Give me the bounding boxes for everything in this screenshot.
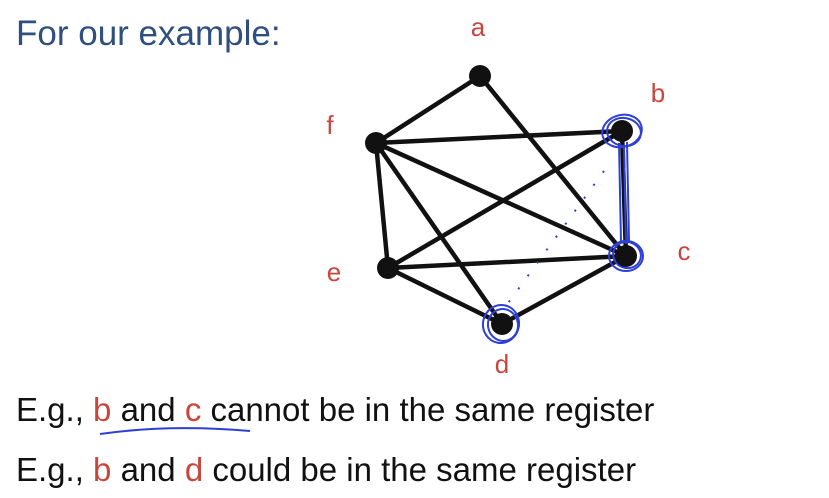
node-a <box>469 65 491 87</box>
node-label-a: a <box>471 12 486 42</box>
example-1-prefix: E.g., <box>16 391 94 428</box>
edge-e-d <box>385 265 505 327</box>
edge-a-f <box>373 73 483 146</box>
edge-d-c <box>499 253 629 327</box>
highlight-circle-c-1 <box>612 240 642 270</box>
highlight-edge-b-c-stroke-1 <box>623 144 627 245</box>
example-1-var-1: b <box>93 391 112 428</box>
node-label-d: d <box>495 349 509 379</box>
nodes-layer <box>365 65 637 335</box>
edge-b-e <box>385 128 625 271</box>
example-1-mid: and <box>111 391 185 428</box>
example-2-prefix: E.g., <box>16 451 94 488</box>
node-label-b: b <box>651 78 665 108</box>
node-c <box>615 245 637 267</box>
example-line-1: E.g., b and c cannot be in the same regi… <box>16 391 654 429</box>
example-1-rest: cannot be in the same register <box>201 391 655 428</box>
example-line-2: E.g., b and d could be in the same regis… <box>16 451 636 489</box>
labels-layer: a b c d e f <box>326 12 690 379</box>
edge-f-d <box>373 140 505 327</box>
highlight-edge-b-c-stroke-0 <box>618 142 622 243</box>
node-e <box>377 257 399 279</box>
edge-f-b <box>373 128 625 146</box>
example-1-var-2: c <box>184 391 202 428</box>
slide-title: For our example: <box>16 14 281 53</box>
annotation-layer <box>481 113 644 344</box>
highlight-edge-b-c-stroke-2 <box>626 141 630 242</box>
example-2-var-1: b <box>93 451 112 488</box>
node-label-e: e <box>327 257 341 287</box>
node-f <box>365 132 387 154</box>
edges-layer <box>373 73 629 327</box>
edge-f-e <box>373 140 391 271</box>
highlight-circle-b-1 <box>606 116 642 148</box>
example-2-var-2: d <box>184 451 204 488</box>
highlight-circle-d-1 <box>486 308 520 342</box>
node-label-f: f <box>326 110 334 140</box>
example-2-rest: could be in the same register <box>203 451 637 488</box>
node-d <box>491 313 513 335</box>
node-b <box>611 120 633 142</box>
edge-e-c <box>385 253 629 271</box>
edge-a-c <box>477 73 629 259</box>
node-label-c: c <box>678 236 691 266</box>
example-2-mid: and <box>111 451 185 488</box>
